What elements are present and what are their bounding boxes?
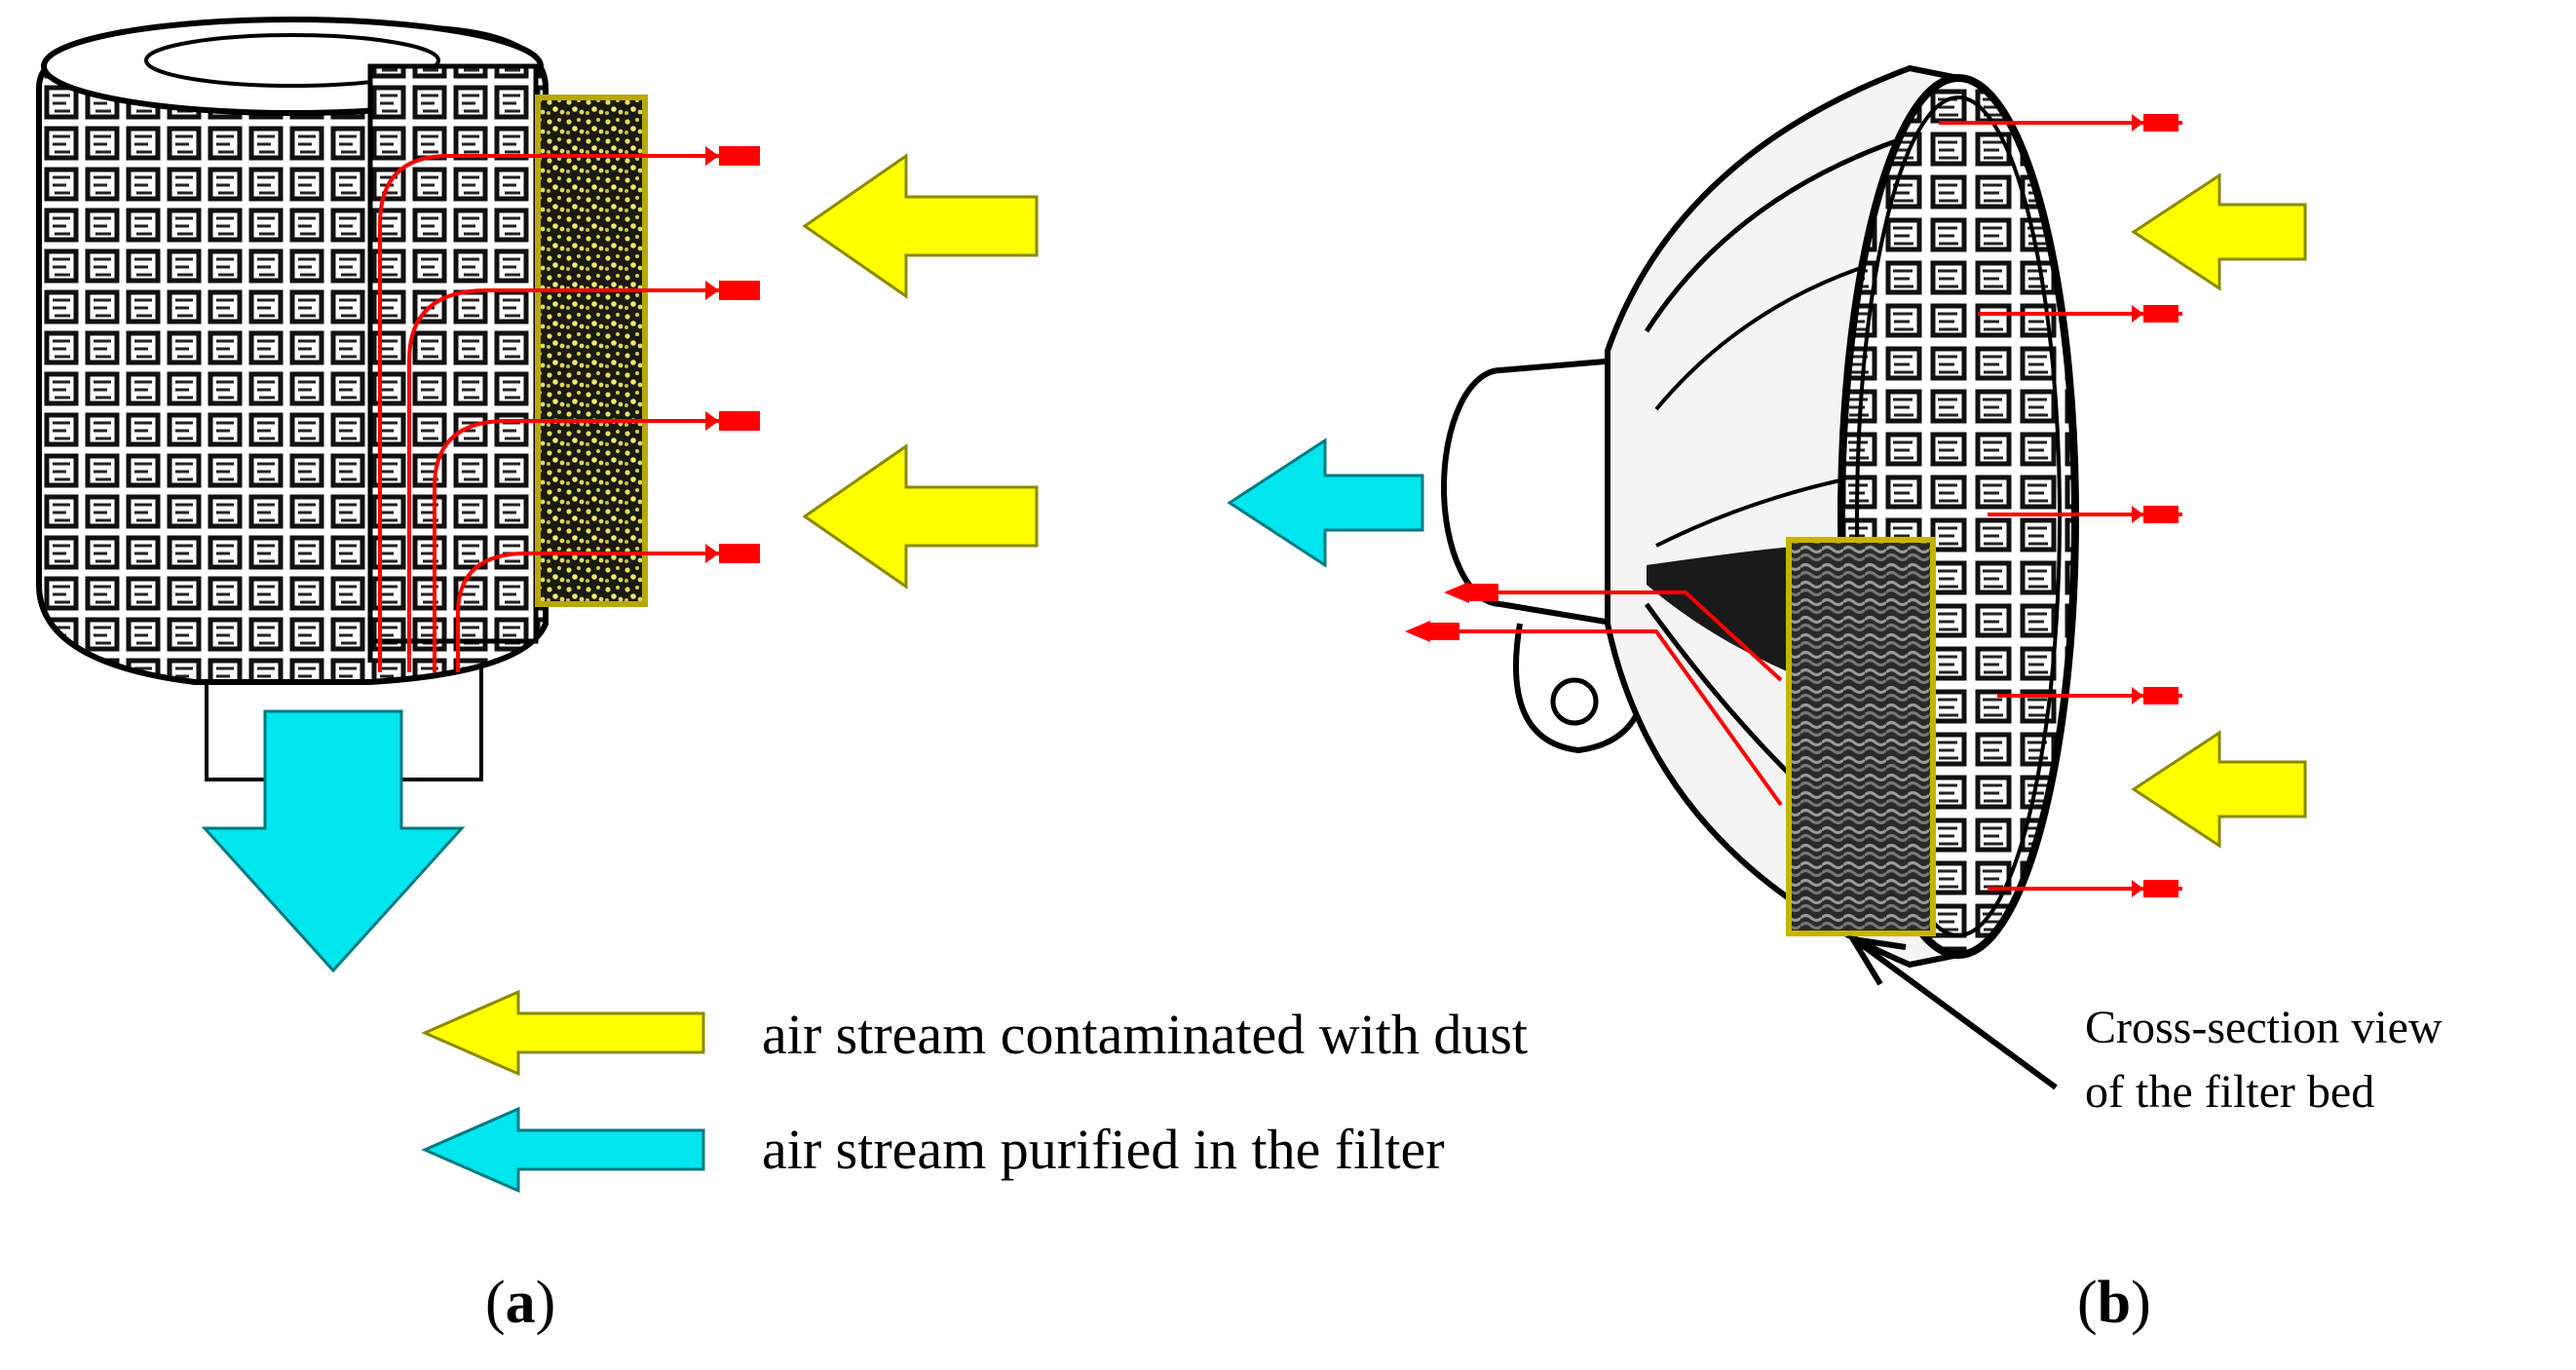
panel-a-filter-illustration bbox=[36, 17, 1039, 973]
legend-purified-label: air stream purified in the filter bbox=[762, 1118, 1445, 1181]
annotation-line-1: Cross-section view bbox=[2085, 1002, 2443, 1053]
cross-section-annotation: Cross-section view of the filter bed bbox=[2085, 996, 2443, 1124]
flow-arrowheads-a bbox=[705, 146, 760, 563]
legend-contaminated-arrow bbox=[421, 989, 705, 1077]
panel-label-b-close: ) bbox=[2131, 1270, 2151, 1336]
annotation-line-2: of the filter bed bbox=[2085, 1066, 2375, 1118]
panel-label-a: (a) bbox=[485, 1269, 555, 1338]
contaminated-air-arrow-a2 bbox=[802, 443, 1039, 590]
panel-label-b-open: ( bbox=[2077, 1270, 2098, 1336]
contaminated-air-arrow-a1 bbox=[802, 153, 1039, 299]
panel-label-a-open: ( bbox=[485, 1270, 506, 1336]
flow-lines-a bbox=[378, 154, 740, 672]
filter-cutaway bbox=[367, 63, 539, 644]
flow-arrowheads-b bbox=[1405, 114, 2178, 897]
panel-label-a-letter: a bbox=[505, 1270, 536, 1336]
panel-label-b: (b) bbox=[2077, 1269, 2151, 1338]
panel-label-a-close: ) bbox=[535, 1270, 556, 1336]
filter-bed-a bbox=[535, 95, 648, 607]
legend-purified-arrow bbox=[421, 1106, 705, 1194]
panel-label-b-letter: b bbox=[2097, 1270, 2132, 1336]
contaminated-air-arrow-b2 bbox=[2131, 730, 2307, 849]
pointer-arrow bbox=[1847, 935, 2058, 1090]
flow-lines-b bbox=[1422, 121, 2182, 891]
panel-b-filter-illustration bbox=[1227, 64, 2307, 1090]
contaminated-air-arrow-b1 bbox=[2131, 172, 2307, 291]
purified-air-arrow-b bbox=[1227, 438, 1424, 568]
filter-bed-b bbox=[1786, 537, 1936, 936]
legend-contaminated-label: air stream contaminated with dust bbox=[762, 1003, 1529, 1066]
purified-air-arrow-a bbox=[201, 709, 466, 973]
